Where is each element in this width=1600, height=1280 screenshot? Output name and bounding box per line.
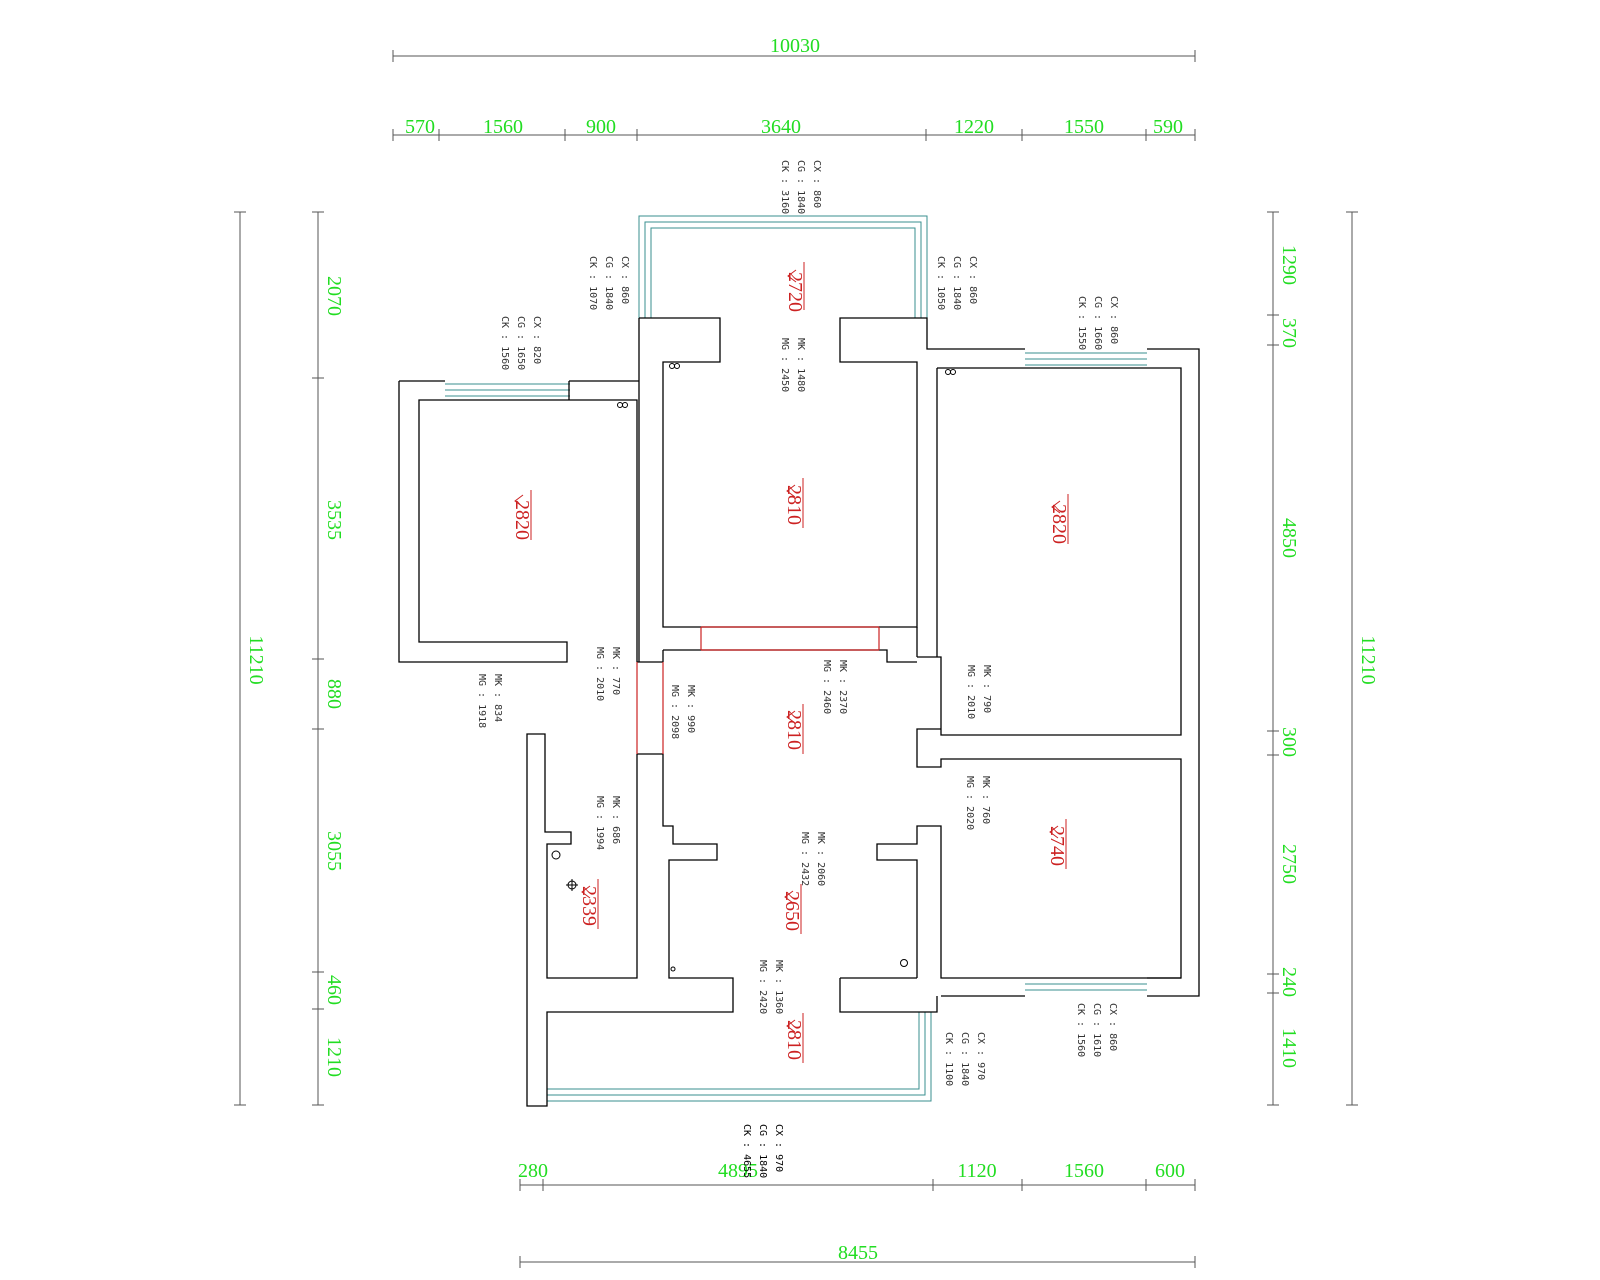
left-overall-dimension: 11210: [245, 635, 267, 684]
drain-icon: [900, 959, 908, 967]
bottom-dimension: 600: [1155, 1160, 1185, 1182]
dimension-lines: [234, 50, 1358, 1268]
dimension-labels: 10030 570 1560 900 3640 1220 1550 590 11…: [245, 35, 1379, 1264]
window-cg: CG : 1660: [1092, 296, 1103, 350]
fixtures: [551, 363, 956, 972]
ceiling-height: 2810: [783, 710, 805, 750]
right-dimension: 1290: [1278, 245, 1300, 285]
window-cg: CG : 1840: [795, 160, 806, 214]
overall-top-dimension: 10030: [770, 35, 820, 57]
outlet-icon: [617, 402, 623, 408]
window-cx: CX : 860: [811, 160, 822, 208]
ceiling-height: 2820: [1048, 504, 1070, 544]
top-dimension: 590: [1153, 116, 1183, 138]
door-mk: MK : 1360: [773, 960, 784, 1014]
outlet-icon: [950, 369, 956, 375]
door-annotations: MK : 1480 MG : 2450 MK : 770 MG : 2010 M…: [476, 338, 992, 1014]
top-dimension: 1560: [483, 116, 523, 138]
door-mk: MK : 2060: [815, 832, 826, 886]
bottom-dimension: 1560: [1064, 1160, 1104, 1182]
ceiling-height: 2740: [1046, 826, 1068, 866]
window-cg: CG : 1840: [757, 1124, 768, 1178]
left-dimension: 460: [323, 975, 345, 1005]
left-dimension: 2070: [323, 276, 345, 316]
top-dimension: 3640: [761, 116, 801, 138]
right-dimension: 240: [1278, 967, 1300, 997]
window-cg: CG : 1840: [951, 256, 962, 310]
ceiling-height: 2339: [578, 886, 600, 926]
door-mk: MK : 2370: [837, 660, 848, 714]
drain-icon: [670, 966, 676, 972]
window-cx: CX : 860: [619, 256, 630, 304]
bottom-dimension: 4895: [718, 1160, 758, 1182]
openings: [636, 626, 880, 754]
outlet-icon: [674, 363, 680, 369]
window-cg: CG : 1840: [603, 256, 614, 310]
window-ck: CK : 1050: [935, 256, 946, 310]
window-ck: CK : 1070: [587, 256, 598, 310]
ceiling-height: 2720: [784, 272, 806, 312]
window-cg: CG : 1650: [515, 316, 526, 370]
door-mg: MG : 1994: [594, 796, 605, 850]
door-mk: MK : 1480: [795, 338, 806, 392]
window-ck: CK : 4655: [741, 1124, 752, 1178]
height-marker-group: 2720 2820 2810 2820 2810 2740 2339 2650 …: [511, 262, 1070, 1063]
door-mk: MK : 834: [492, 674, 503, 722]
door-mg: MG : 2460: [821, 660, 832, 714]
bottom-dimension: 1120: [957, 1160, 996, 1182]
outlet-icon: [622, 402, 628, 408]
door-mg: MG : 2010: [965, 665, 976, 719]
door-mg: MG : 2432: [799, 832, 810, 886]
right-dimension: 4850: [1278, 518, 1300, 558]
bottom-dimension: 280: [518, 1160, 548, 1182]
door-mk: MK : 760: [980, 776, 991, 824]
window-cx: CX : 820: [531, 316, 542, 364]
left-dimension: 3535: [323, 500, 345, 540]
door-mk: MK : 770: [610, 647, 621, 695]
door-mk: MK : 990: [685, 685, 696, 733]
window-cx: CX : 970: [773, 1124, 784, 1172]
window-ck: CK : 3160: [779, 160, 790, 214]
top-dimension: 1550: [1064, 116, 1104, 138]
window-ck: CK : 1550: [1076, 296, 1087, 350]
overall-bottom-dimension: 8455: [838, 1242, 878, 1264]
window-cg: CG : 1840: [959, 1032, 970, 1086]
left-dimension: 880: [323, 679, 345, 709]
top-dimension: 570: [405, 116, 435, 138]
window-cx: CX : 970: [975, 1032, 986, 1080]
ceiling-height: 2810: [783, 485, 805, 525]
left-dimension: 1210: [323, 1037, 345, 1077]
window-ck: CK : 1560: [499, 316, 510, 370]
door-mk: MK : 686: [610, 796, 621, 844]
door-mg: MG : 2420: [757, 960, 768, 1014]
window-cx: CX : 860: [967, 256, 978, 304]
door-mg: MG : 1918: [476, 674, 487, 728]
outlet-icon: [669, 363, 675, 369]
top-dimension: 1220: [954, 116, 994, 138]
top-dimension: 900: [586, 116, 616, 138]
window-annotations: CX : 860 CG : 1840 CK : 3160 CX : 860 CG…: [499, 160, 1119, 1178]
right-overall-dimension: 11210: [1357, 635, 1379, 684]
window-ck: CK : 1560: [1075, 1003, 1086, 1057]
door-mg: MG : 2020: [964, 776, 975, 830]
window-ck: CK : 1100: [943, 1032, 954, 1086]
ceiling-height: 2810: [783, 1020, 805, 1060]
door-mg: MG : 2010: [594, 647, 605, 701]
drain-icon: [551, 850, 561, 860]
right-dimension: 370: [1278, 318, 1300, 348]
window-cx: CX : 860: [1108, 296, 1119, 344]
right-dimension: 2750: [1278, 844, 1300, 884]
door-mk: MK : 790: [981, 665, 992, 713]
right-dimension: 300: [1278, 727, 1300, 757]
door-mg: MG : 2450: [779, 338, 790, 392]
left-dimension: 3055: [323, 831, 345, 871]
ceiling-height: 2650: [781, 891, 803, 931]
door-mg: MG : 2098: [669, 685, 680, 739]
ceiling-height: 2820: [511, 500, 533, 540]
outlet-icon: [945, 369, 951, 375]
right-dimension: 1410: [1278, 1028, 1300, 1068]
window-cg: CG : 1610: [1091, 1003, 1102, 1057]
window-cx: CX : 860: [1107, 1003, 1118, 1051]
